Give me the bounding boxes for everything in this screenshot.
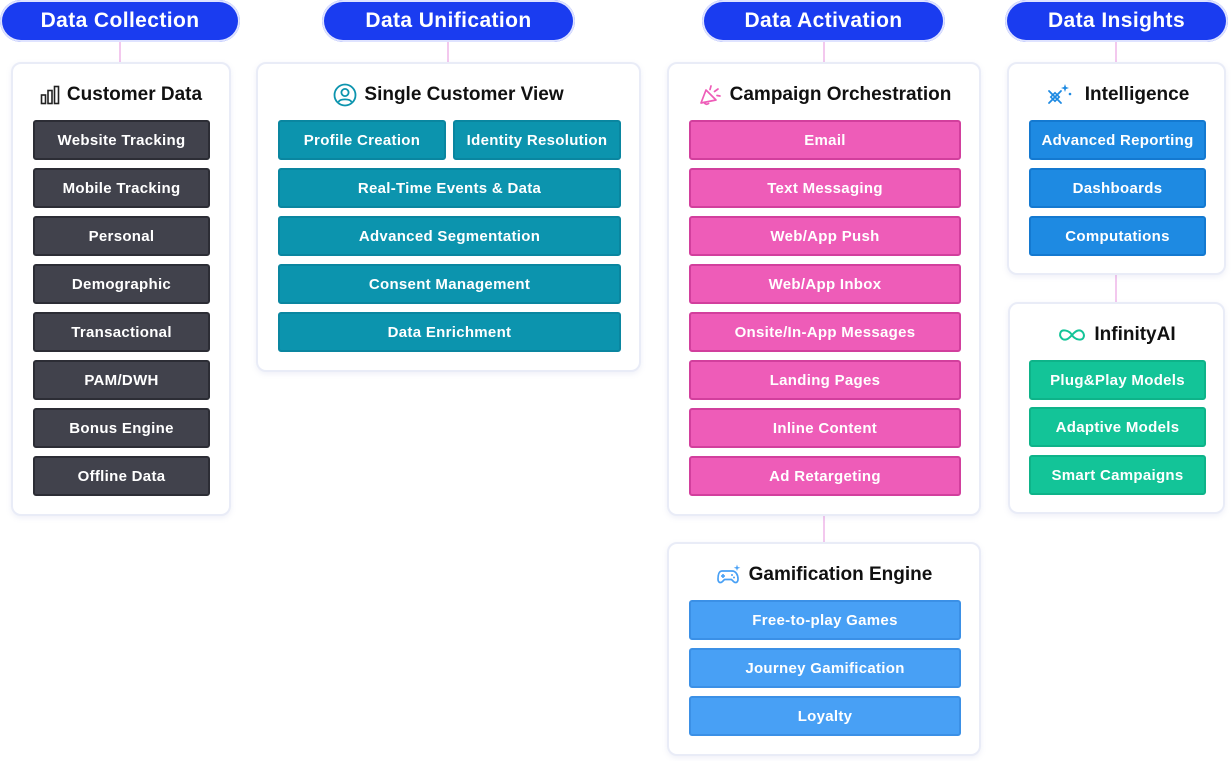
adaptive-models-button[interactable]: Adaptive Models [1029,407,1206,447]
dashboards-button[interactable]: Dashboards [1029,168,1206,208]
gamepad-icon [716,564,740,584]
gamification-engine-header: Gamification Engine [669,561,979,589]
user-circle-icon [333,83,357,107]
website-tracking-button[interactable]: Website Tracking [33,120,210,160]
journey-gamification-button[interactable]: Journey Gamification [689,648,961,688]
section-data-collection: Data Collection [0,0,240,42]
connector-collection [119,42,121,62]
infinity-ai-header: InfinityAI [1010,321,1223,349]
advanced-segmentation-button[interactable]: Advanced Segmentation [278,216,621,256]
landing-pages-button[interactable]: Landing Pages [689,360,961,400]
connector-insights [1115,42,1117,62]
campaign-orchestration-card: Campaign Orchestration Email Text Messag… [667,62,981,516]
single-customer-view-header: Single Customer View [258,81,639,109]
plug-and-play-models-button[interactable]: Plug&Play Models [1029,360,1206,400]
real-time-events-button[interactable]: Real-Time Events & Data [278,168,621,208]
offline-data-button[interactable]: Offline Data [33,456,210,496]
single-customer-view-card: Single Customer View Profile Creation Id… [256,62,641,372]
section-data-unification: Data Unification [322,0,575,42]
personal-button[interactable]: Personal [33,216,210,256]
customer-data-card: Customer Data Website Tracking Mobile Tr… [11,62,231,516]
profile-creation-button[interactable]: Profile Creation [278,120,446,160]
section-data-activation: Data Activation [702,0,945,42]
connector-campaign-gamification [823,515,825,542]
intelligence-title: Intelligence [1084,84,1190,105]
pam-dwh-button[interactable]: PAM/DWH [33,360,210,400]
intelligence-header: Intelligence [1009,81,1224,109]
campaign-orchestration-title: Campaign Orchestration [729,84,952,105]
connector-unification [447,42,449,62]
megaphone-icon [699,85,721,106]
connector-activation [823,42,825,62]
customer-data-header: Customer Data [13,82,229,108]
infinity-ai-title: InfinityAI [1094,324,1176,345]
email-button[interactable]: Email [689,120,961,160]
smart-campaigns-button[interactable]: Smart Campaigns [1029,455,1206,495]
onsite-in-app-messages-button[interactable]: Onsite/In-App Messages [689,312,961,352]
demographic-button[interactable]: Demographic [33,264,210,304]
consent-management-button[interactable]: Consent Management [278,264,621,304]
computations-button[interactable]: Computations [1029,216,1206,256]
single-customer-view-title: Single Customer View [364,84,564,105]
inline-content-button[interactable]: Inline Content [689,408,961,448]
web-app-inbox-button[interactable]: Web/App Inbox [689,264,961,304]
loyalty-button[interactable]: Loyalty [689,696,961,736]
web-app-push-button[interactable]: Web/App Push [689,216,961,256]
data-enrichment-button[interactable]: Data Enrichment [278,312,621,352]
bonus-engine-button[interactable]: Bonus Engine [33,408,210,448]
free-to-play-games-button[interactable]: Free-to-play Games [689,600,961,640]
ad-retargeting-button[interactable]: Ad Retargeting [689,456,961,496]
gamification-engine-card: Gamification Engine Free-to-play Games J… [667,542,981,756]
identity-resolution-button[interactable]: Identity Resolution [453,120,621,160]
connector-intelligence-infinity [1115,275,1117,302]
bar-chart-icon [40,85,60,105]
customer-data-title: Customer Data [66,84,203,105]
mobile-tracking-button[interactable]: Mobile Tracking [33,168,210,208]
infinity-icon [1059,329,1086,341]
sparkle-tool-icon [1047,84,1072,104]
infinity-ai-card: InfinityAI Plug&Play Models Adaptive Mod… [1008,302,1225,514]
campaign-orchestration-header: Campaign Orchestration [669,81,979,109]
advanced-reporting-button[interactable]: Advanced Reporting [1029,120,1206,160]
gamification-engine-title: Gamification Engine [748,564,933,585]
transactional-button[interactable]: Transactional [33,312,210,352]
intelligence-card: Intelligence Advanced Reporting Dashboar… [1007,62,1226,275]
text-messaging-button[interactable]: Text Messaging [689,168,961,208]
section-data-insights: Data Insights [1005,0,1228,42]
